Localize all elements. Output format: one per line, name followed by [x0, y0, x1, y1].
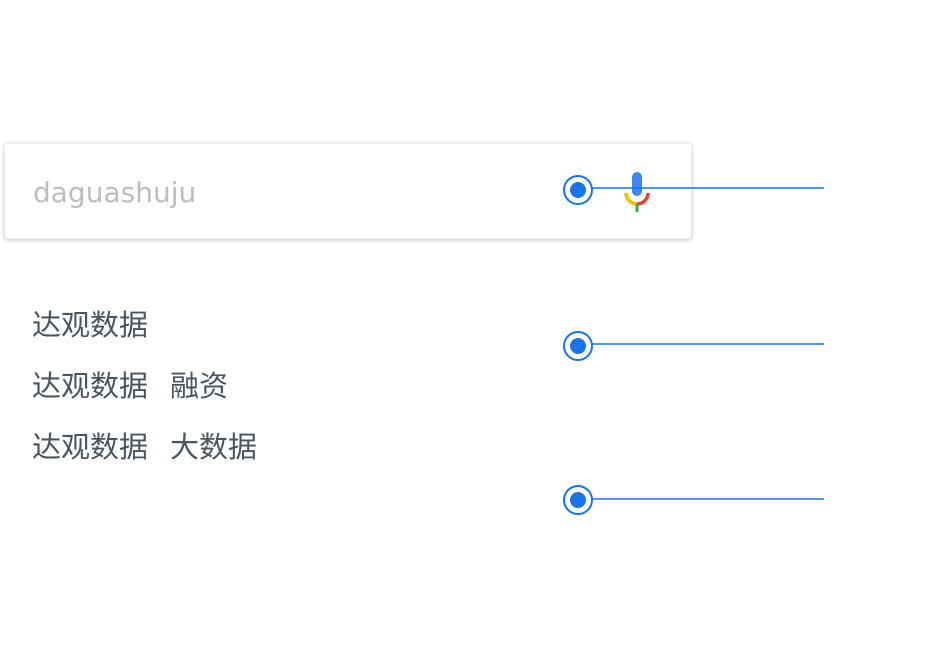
- annotation-marker-search: [562, 174, 824, 206]
- suggestion-term: 融资: [170, 369, 229, 403]
- annotation-marker-suggestions: [562, 330, 824, 362]
- microphone-icon[interactable]: [621, 170, 653, 214]
- suggestion-list: 达观数据 达观数据融资 达观数据大数据: [32, 300, 552, 483]
- search-input[interactable]: [29, 170, 533, 214]
- suggestion-item[interactable]: 达观数据: [32, 300, 552, 361]
- suggestion-item[interactable]: 达观数据融资: [32, 361, 552, 422]
- suggestion-term: 达观数据: [32, 369, 149, 403]
- suggestion-term: 达观数据: [32, 430, 149, 464]
- annotation-marker-list-end: [562, 484, 824, 516]
- suggestion-item[interactable]: 达观数据大数据: [32, 422, 552, 483]
- suggestion-term: 大数据: [170, 430, 258, 464]
- suggestion-term: 达观数据: [32, 308, 149, 342]
